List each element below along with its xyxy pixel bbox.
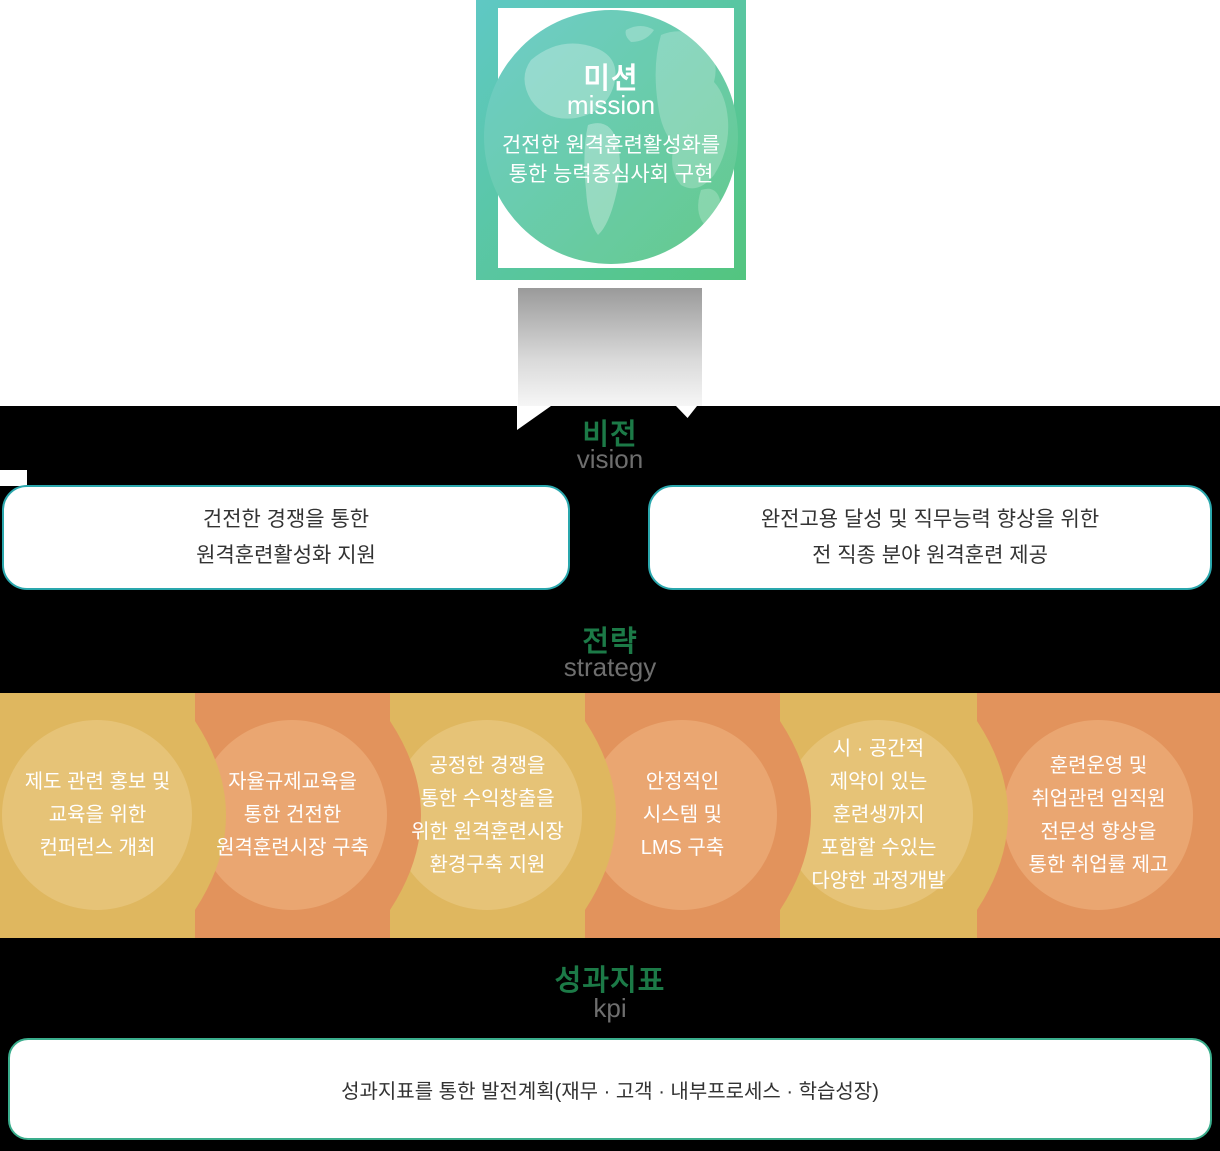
- strategy-segment-3-shape: [390, 693, 616, 938]
- kpi-title: 성과지표: [554, 965, 666, 997]
- strategy-band: [0, 693, 1220, 938]
- strategy-item-2: 자율규제교육을 통한 건전한 원격훈련시장 구축: [216, 771, 369, 859]
- mission-section: 미션 mission 건전한 원격훈련활성화를 통한 능력중심사회 구현: [476, 0, 746, 280]
- strategy-subtitle: strategy: [563, 652, 657, 682]
- vision-title: 비전: [582, 419, 638, 451]
- strategy-segment-6-shape: [977, 693, 1220, 938]
- down-arrow: [518, 288, 702, 406]
- vision-box-corner-wedge: [0, 470, 27, 486]
- vision-heading: 비전 vision: [0, 406, 1220, 485]
- strategy-segment-2-shape: [195, 693, 421, 938]
- vision-box-left: 건전한 경쟁을 통한 원격훈련활성화 지원: [2, 485, 570, 590]
- strategy-segment-4-shape: [585, 693, 811, 938]
- kpi-summary-box: 성과지표를 통한 발전계획(재무 · 고객 · 내부프로세스 · 학습성장): [8, 1038, 1212, 1140]
- vision-subtitle: vision: [576, 444, 644, 474]
- vision-box-right: 완전고용 달성 및 직무능력 향상을 위한 전 직종 분야 원격훈련 제공: [648, 485, 1212, 590]
- strategy-heading: 전략 strategy: [0, 590, 1220, 693]
- globe-icon: [484, 10, 738, 264]
- globe-graphic: [476, 0, 746, 280]
- strategy-title: 전략: [582, 626, 638, 658]
- strategy-item-3: 공정한 경쟁을 통한 수익창출을 위한 원격훈련시장 환경구축 지원: [411, 754, 564, 876]
- strategy-item-6: 훈련운영 및 취업관련 임직원 전문성 향상을 통한 취업률 제고: [1028, 754, 1169, 876]
- mission-subtitle: mission: [566, 90, 656, 120]
- strategy-item-5: 시 · 공간적 제약이 있는 훈련생까지 포함할 수있는 다양한 과정개발: [811, 738, 946, 892]
- strategy-item-4: 안정적인 시스템 및 LMS 구축: [640, 771, 725, 859]
- mission-statement: 건전한 원격훈련활성화를 통한 능력중심사회 구현: [501, 134, 721, 186]
- strategy-item-1: 제도 관련 홍보 및 교육을 위한 컨퍼런스 개최: [24, 771, 171, 859]
- strategy-segment-5-shape: [780, 693, 1008, 938]
- kpi-heading: 성과지표 kpi: [0, 938, 1220, 1038]
- kpi-subtitle: kpi: [593, 993, 627, 1023]
- strategy-segment-1-shape: [0, 693, 226, 938]
- mission-title: 미션: [583, 63, 639, 95]
